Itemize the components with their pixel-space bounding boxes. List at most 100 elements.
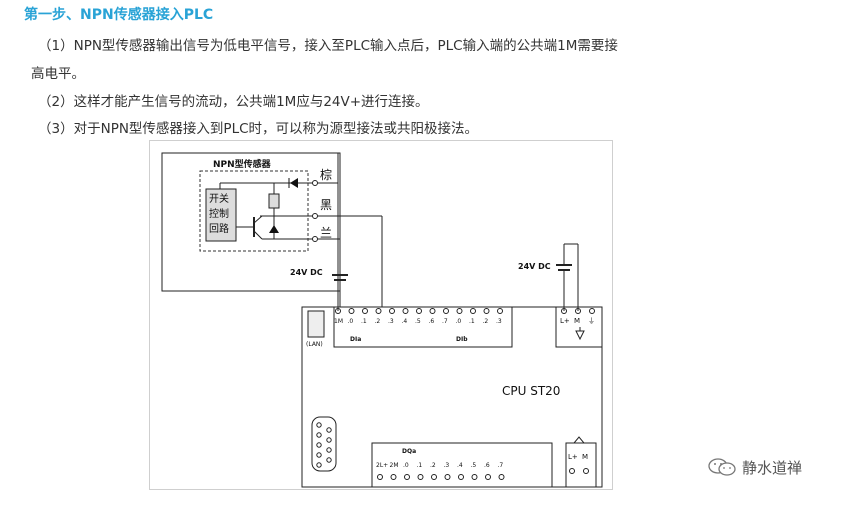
output-terminal-pin [485,474,491,480]
serial-pin [316,422,322,428]
input-terminal-label: .2 [375,318,381,325]
output-terminal-pin [404,474,410,480]
input-terminal-pin [497,308,503,314]
serial-port [311,416,337,472]
terminal-blue [312,236,318,242]
output-terminal-label: .5 [471,462,477,469]
input-terminal-label: .3 [496,318,502,325]
cpu-label: CPU ST20 [502,384,560,398]
serial-pin [326,427,332,433]
input-terminal-label: .0 [348,318,354,325]
output-terminal-label: 2L+ [376,462,388,469]
input-terminal-pin [483,308,490,314]
input-terminal-pin [429,308,436,314]
terminal-brown [312,180,318,186]
lan-label: (LAN) [306,341,323,348]
input-terminal-label: .0 [456,318,462,325]
input-terminal-label: .2 [483,318,489,325]
input-terminal-label: 1M [334,318,343,325]
power-terminal-label: ⏚ [588,317,595,325]
power-terminals: L+ M ⏚ [560,308,595,325]
input-terminal-pin [362,308,368,314]
power-terminal-strip-2 [565,442,597,488]
output-terminal-label: .7 [498,462,504,469]
lan-port [307,310,325,338]
dc-right-label: 24V DC [518,262,551,271]
input-terminal-pin [470,308,476,314]
power-terminal-label: L+ [560,317,570,325]
power-terminal-label: M [574,317,580,325]
diode-icon [290,178,298,188]
power2-m-label: M [582,453,588,461]
serial-pin [316,452,322,458]
terminal-black [312,213,318,219]
p2-pin-l [569,468,575,474]
output-terminal-label: .3 [444,462,450,469]
output-terminal-pin [471,474,478,480]
output-terminal-label: .4 [457,462,463,469]
serial-pin [316,442,322,448]
paragraph-2: （2）这样才能产生信号的流动，公共端1M应与24V+进行连接。 [38,94,429,110]
serial-pin [326,437,332,443]
paragraph-1-continued: 高电平。 [31,66,85,82]
watermark-text: 静水道禅 [742,458,803,477]
dc-left-label: 24V DC [290,268,323,277]
wiring-diagram-svg: NPN型传感器 开关 控制 回路 棕 黑 兰 [161,152,603,488]
input-terminal-pin [348,308,355,314]
output-terminals: 2L+2M .0 .1 .2 .3 .4 .5 .6 .7 [376,462,505,480]
output-terminal-pin [390,474,397,480]
serial-pin [326,457,332,463]
output-terminal-pin [498,474,505,480]
sensor-inner-box [199,170,309,252]
article-heading: 第一步、NPN传感器接入PLC [24,7,214,23]
output-terminal-label: 2M [390,462,399,469]
wechat-icon [708,458,736,476]
power-terminal-strip [555,306,603,348]
emitter [253,230,263,240]
output-terminal-label: .1 [417,462,423,469]
output-terminal-pin [417,474,424,480]
wiring-diagram: NPN型传感器 开关 控制 回路 棕 黑 兰 [149,140,613,490]
resistor-icon [268,193,280,209]
sensor-title: NPN型传感器 [213,158,272,170]
input-terminal-pin [375,308,382,314]
switch-circuit-box [205,188,237,242]
wire-black-label: 黑 [320,198,332,212]
switch-circuit-line-2: 控制 [209,207,229,220]
output-terminal-label: .2 [430,462,436,469]
input-terminals: 1M.0.1.2.3.4.5.6.7.0.1.2.3 [334,308,503,325]
input-terminal-pin [456,308,463,314]
output-terminal-label: .6 [484,462,490,469]
serial-pin [316,432,322,438]
serial-pin [326,447,332,453]
collector [253,215,263,224]
zener-icon [269,225,279,233]
input-terminal-label: .1 [469,318,475,325]
input-terminal-label: .4 [402,318,408,325]
arrow-down-icon [575,330,585,341]
input-terminal-pin [416,308,422,314]
output-terminal-strip [371,442,553,488]
p2-pin-m [583,468,589,474]
input-terminal-pin [389,308,395,314]
input-terminal-pin [443,308,449,314]
input-terminal-label: .7 [442,318,448,325]
output-terminal-label: .0 [403,462,409,469]
input-terminal-label: .5 [415,318,421,325]
input-terminal-strip [333,306,513,348]
power-terminal-pin [589,308,595,314]
output-terminal-pin [458,474,464,480]
output-terminal-pin [377,474,383,480]
paragraph-3: （3）对于NPN型传感器接入到PLC时，可以称为源型接法或共阳极接法。 [38,121,479,137]
wire-brown-label: 棕 [320,167,332,182]
dq-title: DQa [402,448,416,455]
input-terminal-label: .1 [361,318,367,325]
serial-pins [316,422,332,468]
wire-blue-label: 兰 [320,226,332,240]
watermark: 静水道禅 [707,456,802,478]
power2-l-label: L+ [568,453,578,461]
switch-circuit-line-1: 开关 [209,192,229,205]
output-terminal-pin [431,474,437,480]
input-terminal-label: .6 [429,318,435,325]
arrow-up-icon [572,436,586,444]
